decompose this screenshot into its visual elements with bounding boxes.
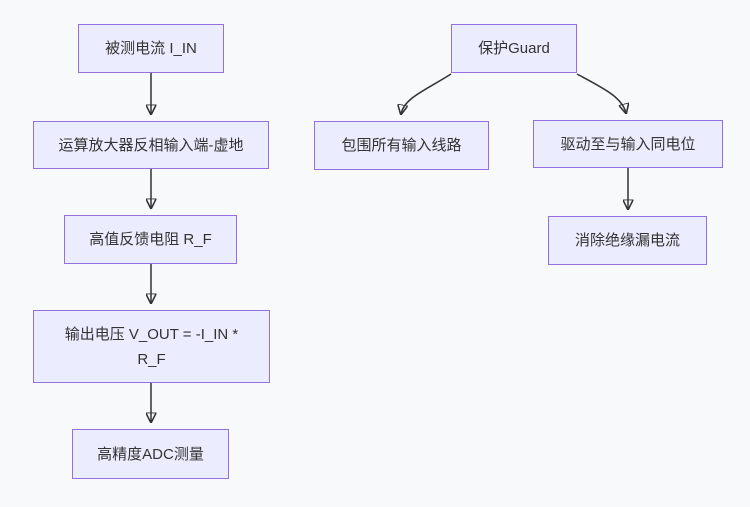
node-guard-label: 保护Guard — [478, 40, 550, 57]
node-measured-current-label: 被测电流 I_IN — [105, 40, 197, 57]
edge-guard-to-surround — [401, 73, 452, 114]
node-output-voltage: 输出电压 V_OUT = -I_IN * R_F — [33, 310, 270, 383]
edge-guard-to-drive — [576, 73, 626, 113]
node-drive-same-potential: 驱动至与输入同电位 — [533, 120, 723, 168]
node-opamp-virtual-ground: 运算放大器反相输入端-虚地 — [33, 121, 269, 169]
node-adc-measurement-label: 高精度ADC测量 — [97, 445, 204, 463]
node-opamp-virtual-ground-label: 运算放大器反相输入端-虚地 — [58, 136, 244, 154]
node-measured-current: 被测电流 I_IN — [78, 24, 224, 73]
node-surround-input-lines-label: 包围所有输入线路 — [341, 137, 462, 154]
node-feedback-resistor-label: 高值反馈电阻 R_F — [89, 231, 212, 248]
node-eliminate-leakage: 消除绝缘漏电流 — [548, 216, 707, 265]
node-guard: 保护Guard — [451, 24, 577, 73]
node-feedback-resistor: 高值反馈电阻 R_F — [64, 215, 237, 264]
node-surround-input-lines: 包围所有输入线路 — [314, 121, 489, 170]
node-adc-measurement: 高精度ADC测量 — [72, 429, 229, 479]
node-drive-same-potential-label: 驱动至与输入同电位 — [560, 135, 696, 153]
node-eliminate-leakage-label: 消除绝缘漏电流 — [574, 232, 680, 249]
node-output-voltage-label: 输出电压 V_OUT = -I_IN * R_F — [64, 325, 239, 368]
